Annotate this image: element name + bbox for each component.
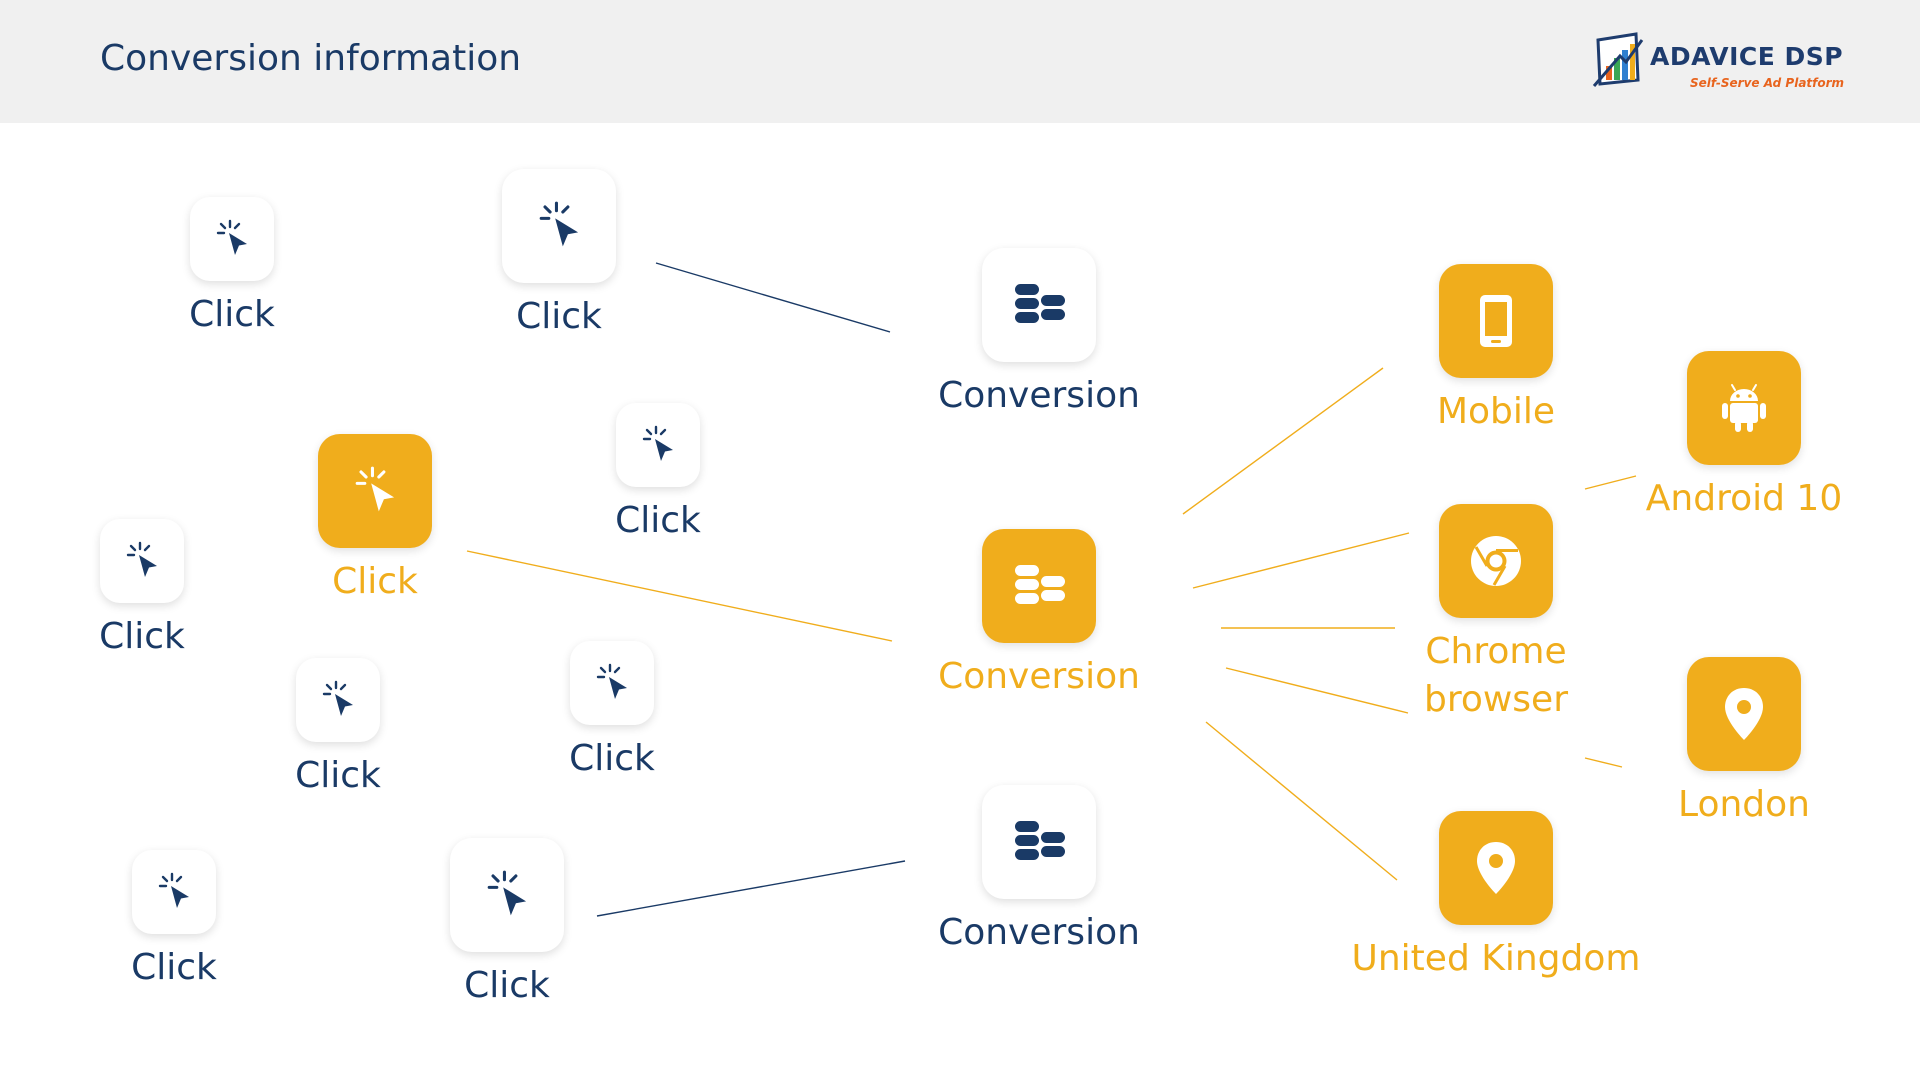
attribute-label: United Kingdom [1351, 938, 1641, 979]
cursor-click-icon [642, 425, 673, 461]
click-node[interactable]: Click [462, 641, 762, 783]
click-label: Click [189, 294, 275, 335]
click-node[interactable]: Click [188, 658, 488, 800]
location-pin-icon [1725, 688, 1763, 740]
click-icon-box[interactable] [100, 519, 184, 603]
coins-stack-icon [1015, 565, 1065, 604]
click-node[interactable]: Click [508, 403, 808, 545]
attribute-node-android[interactable]: Android 10 [1594, 351, 1894, 523]
click-node[interactable]: Click [82, 197, 382, 339]
location-pin-icon [1477, 842, 1515, 894]
attribute-node-mobile[interactable]: Mobile [1346, 264, 1646, 436]
page-title: Conversion information [100, 38, 522, 79]
chrome-icon [1471, 536, 1521, 586]
link-conversion-to-chrome [1192, 532, 1410, 589]
click-node[interactable]: Click [409, 169, 709, 341]
attribute-label: London [1678, 784, 1810, 825]
click-icon-box[interactable] [450, 838, 564, 952]
android-icon [1722, 384, 1766, 432]
link-conversion-to-mobile [1182, 367, 1384, 515]
click-icon-box[interactable] [318, 434, 432, 548]
link-chrome-to-london [1584, 757, 1623, 768]
attribute-icon-box[interactable] [1687, 657, 1801, 771]
click-icon-box[interactable] [190, 197, 274, 281]
click-label: Click [131, 947, 217, 988]
conversion-label: Conversion [938, 656, 1140, 697]
link-click-to-conversion-main [466, 550, 893, 642]
click-icon-box[interactable] [296, 658, 380, 742]
conversion-icon-box[interactable] [982, 529, 1096, 643]
conversion-node-highlighted[interactable]: Conversion [889, 529, 1189, 701]
conversion-icon-box[interactable] [982, 785, 1096, 899]
cursor-click-icon [126, 541, 157, 577]
cursor-click-icon [216, 219, 247, 255]
attribute-icon-box[interactable] [1439, 504, 1553, 618]
click-node[interactable]: Click [357, 838, 657, 1010]
attribute-node-chrome[interactable]: Chrome browser [1346, 504, 1646, 724]
cursor-click-icon [355, 466, 395, 512]
click-icon-box[interactable] [616, 403, 700, 487]
coins-stack-icon [1015, 821, 1065, 860]
cursor-click-icon [487, 870, 527, 916]
link-click-to-conversion-top [655, 262, 891, 333]
attribute-label: Chrome browser [1423, 631, 1569, 720]
bar-chart-logo-icon [1592, 32, 1644, 87]
link-mobile-to-android [1584, 475, 1637, 490]
coins-stack-icon [1015, 284, 1065, 323]
attribute-node-london[interactable]: London [1594, 657, 1894, 829]
cursor-click-icon [596, 663, 627, 699]
click-label: Click [615, 500, 701, 541]
click-label: Click [464, 965, 550, 1006]
link-conversion-to-united-kingdom [1205, 721, 1398, 881]
brand-tagline: Self-Serve Ad Platform [1690, 76, 1845, 90]
click-icon-box[interactable] [502, 169, 616, 283]
cursor-click-icon [322, 680, 353, 716]
attribute-node-united-kingdom[interactable]: United Kingdom [1346, 811, 1646, 983]
cursor-click-icon [539, 201, 579, 247]
link-conversion-to-browser [1225, 667, 1409, 714]
conversion-node[interactable]: Conversion [889, 248, 1189, 420]
conversion-node[interactable]: Conversion [889, 785, 1189, 957]
header-bar: Conversion information ADAVICE DSP Self-… [0, 0, 1920, 123]
attribute-icon-box[interactable] [1687, 351, 1801, 465]
attribute-label: Android 10 [1645, 478, 1843, 519]
attribute-icon-box[interactable] [1439, 264, 1553, 378]
click-label: Click [99, 616, 185, 657]
mobile-phone-icon [1480, 295, 1512, 347]
cursor-click-icon [158, 872, 189, 908]
brand-name: ADAVICE DSP [1650, 42, 1844, 71]
click-node[interactable]: Click [24, 850, 324, 992]
click-label: Click [332, 561, 418, 602]
click-label: Click [569, 738, 655, 779]
click-node[interactable]: Click [0, 519, 292, 661]
brand-logo: ADAVICE DSP Self-Serve Ad Platform [1590, 32, 1844, 94]
click-label: Click [295, 755, 381, 796]
link-click-to-conversion-bottom [596, 860, 906, 917]
click-label: Click [516, 296, 602, 337]
click-icon-box[interactable] [570, 641, 654, 725]
conversion-icon-box[interactable] [982, 248, 1096, 362]
click-icon-box[interactable] [132, 850, 216, 934]
conversion-label: Conversion [938, 912, 1140, 953]
attribute-label: Mobile [1436, 391, 1556, 432]
click-node-highlighted[interactable]: Click [225, 434, 525, 606]
attribute-icon-box[interactable] [1439, 811, 1553, 925]
conversion-label: Conversion [938, 375, 1140, 416]
